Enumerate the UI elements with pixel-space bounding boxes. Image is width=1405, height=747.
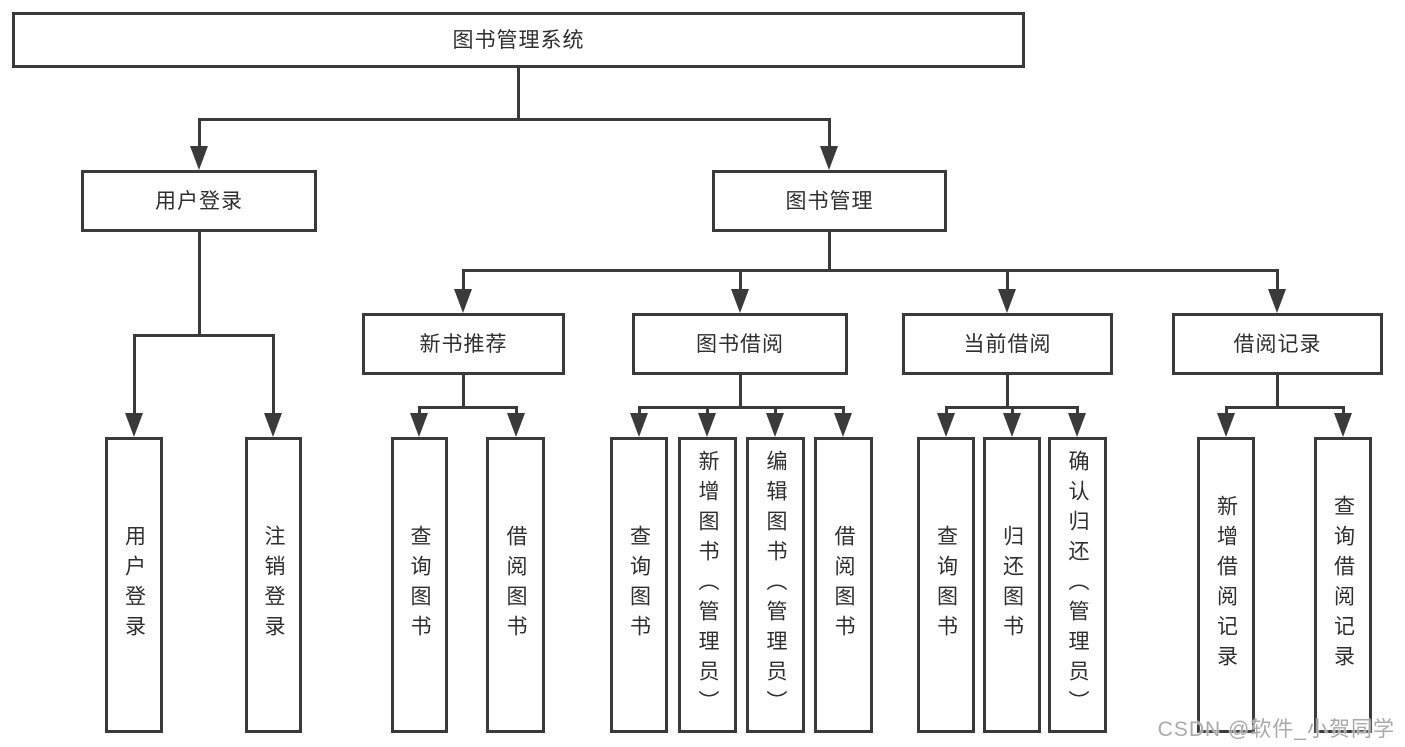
node-leaf-bb-edit: 编辑图书（管理员） — [746, 437, 805, 733]
edge-drop-root-0 — [197, 119, 201, 158]
node-leaf-nr-borrow: 借阅图书 — [486, 437, 545, 733]
edge-drop-user-login-0 — [132, 335, 136, 425]
edge-drop-book-mgmt-3 — [1275, 270, 1279, 301]
node-leaf-cb-return: 归还图书 — [983, 437, 1041, 733]
node-label-root: 图书管理系统 — [452, 28, 585, 52]
node-label-leaf-nr-query: 查询图书 — [408, 525, 431, 645]
node-label-leaf-bb-edit: 编辑图书（管理员） — [764, 450, 787, 720]
edge-rail-book-borrow — [637, 405, 845, 409]
edge-drop-book-mgmt-2 — [1005, 270, 1009, 301]
node-leaf-user-login: 用户登录 — [105, 437, 163, 733]
edge-arrowhead-root-1 — [820, 146, 838, 170]
node-leaf-cb-confirm: 确认归还（管理员） — [1048, 437, 1107, 733]
node-book-borrow: 图书借阅 — [632, 313, 848, 375]
node-leaf-bb-query: 查询图书 — [610, 437, 668, 733]
node-label-leaf-nr-borrow: 借阅图书 — [504, 525, 527, 645]
node-label-leaf-user-login: 用户登录 — [122, 525, 146, 645]
edge-arrowhead-new-book-rec-0 — [410, 413, 428, 437]
node-label-leaf-bb-query: 查询图书 — [627, 525, 651, 645]
node-label-leaf-logout: 注销登录 — [262, 525, 285, 645]
edge-stem-user-login — [197, 232, 201, 335]
node-label-leaf-cb-query: 查询图书 — [934, 525, 958, 645]
node-label-leaf-br-add: 新增借阅记录 — [1214, 495, 1238, 675]
edge-stem-book-mgmt — [827, 232, 831, 270]
edge-arrowhead-book-mgmt-2 — [998, 289, 1016, 313]
node-leaf-br-query: 查询借阅记录 — [1314, 437, 1372, 733]
edge-drop-user-login-1 — [271, 335, 275, 425]
edge-rail-borrow-records — [1224, 405, 1345, 409]
node-leaf-nr-query: 查询图书 — [391, 437, 448, 733]
node-label-leaf-cb-return: 归还图书 — [1000, 525, 1024, 645]
node-current-borrow: 当前借阅 — [902, 313, 1113, 375]
edge-arrowhead-user-login-0 — [125, 413, 143, 437]
edge-rail-user-login — [132, 333, 275, 337]
edge-arrowhead-current-borrow-1 — [1003, 413, 1021, 437]
node-leaf-bb-add: 新增图书（管理员） — [678, 437, 737, 733]
edge-arrowhead-borrow-records-1 — [1334, 413, 1352, 437]
edge-arrowhead-book-borrow-2 — [766, 413, 784, 437]
edge-rail-root — [197, 117, 831, 121]
edge-drop-root-1 — [827, 119, 831, 158]
edge-arrowhead-book-mgmt-1 — [731, 289, 749, 313]
edge-arrowhead-user-login-1 — [264, 413, 282, 437]
node-leaf-cb-query: 查询图书 — [917, 437, 975, 733]
edge-drop-book-mgmt-0 — [461, 270, 465, 301]
node-label-new-book-rec: 新书推荐 — [419, 332, 508, 356]
edge-arrowhead-book-mgmt-3 — [1268, 289, 1286, 313]
edge-arrowhead-current-borrow-2 — [1068, 413, 1086, 437]
node-label-user-login: 用户登录 — [155, 189, 243, 213]
edge-arrowhead-borrow-records-0 — [1217, 413, 1235, 437]
edge-stem-new-book-rec — [461, 375, 465, 407]
csdn-watermark: CSDN @软件_小贺同学 — [1157, 718, 1395, 741]
node-book-mgmt: 图书管理 — [712, 170, 947, 232]
node-label-leaf-cb-confirm: 确认归还（管理员） — [1066, 450, 1089, 720]
node-leaf-logout: 注销登录 — [245, 437, 302, 733]
node-label-leaf-br-query: 查询借阅记录 — [1331, 495, 1355, 675]
node-label-book-mgmt: 图书管理 — [785, 189, 874, 213]
edge-arrowhead-root-0 — [190, 146, 208, 170]
edge-stem-root — [516, 68, 520, 119]
node-label-leaf-bb-add: 新增图书（管理员） — [696, 450, 719, 720]
node-leaf-bb-borrow: 借阅图书 — [814, 437, 873, 733]
edge-stem-book-borrow — [738, 375, 742, 407]
edge-arrowhead-book-borrow-1 — [698, 413, 716, 437]
node-label-book-borrow: 图书借阅 — [696, 332, 784, 356]
edge-stem-borrow-records — [1275, 375, 1279, 407]
edge-arrowhead-new-book-rec-1 — [507, 413, 525, 437]
node-leaf-br-add: 新增借阅记录 — [1197, 437, 1255, 733]
node-label-current-borrow: 当前借阅 — [963, 332, 1052, 356]
edge-arrowhead-current-borrow-0 — [937, 413, 955, 437]
edge-arrowhead-book-borrow-3 — [834, 413, 852, 437]
edge-arrowhead-book-mgmt-0 — [454, 289, 472, 313]
node-borrow-records: 借阅记录 — [1172, 313, 1383, 375]
edge-rail-book-mgmt — [461, 268, 1279, 272]
edge-arrowhead-book-borrow-0 — [630, 413, 648, 437]
node-user-login: 用户登录 — [81, 170, 317, 232]
edge-drop-book-mgmt-1 — [738, 270, 742, 301]
node-label-leaf-bb-borrow: 借阅图书 — [832, 525, 855, 645]
node-new-book-rec: 新书推荐 — [362, 313, 565, 375]
edge-rail-new-book-rec — [417, 405, 518, 409]
node-root: 图书管理系统 — [12, 12, 1025, 68]
node-label-borrow-records: 借阅记录 — [1233, 332, 1322, 356]
edge-stem-current-borrow — [1005, 375, 1009, 407]
